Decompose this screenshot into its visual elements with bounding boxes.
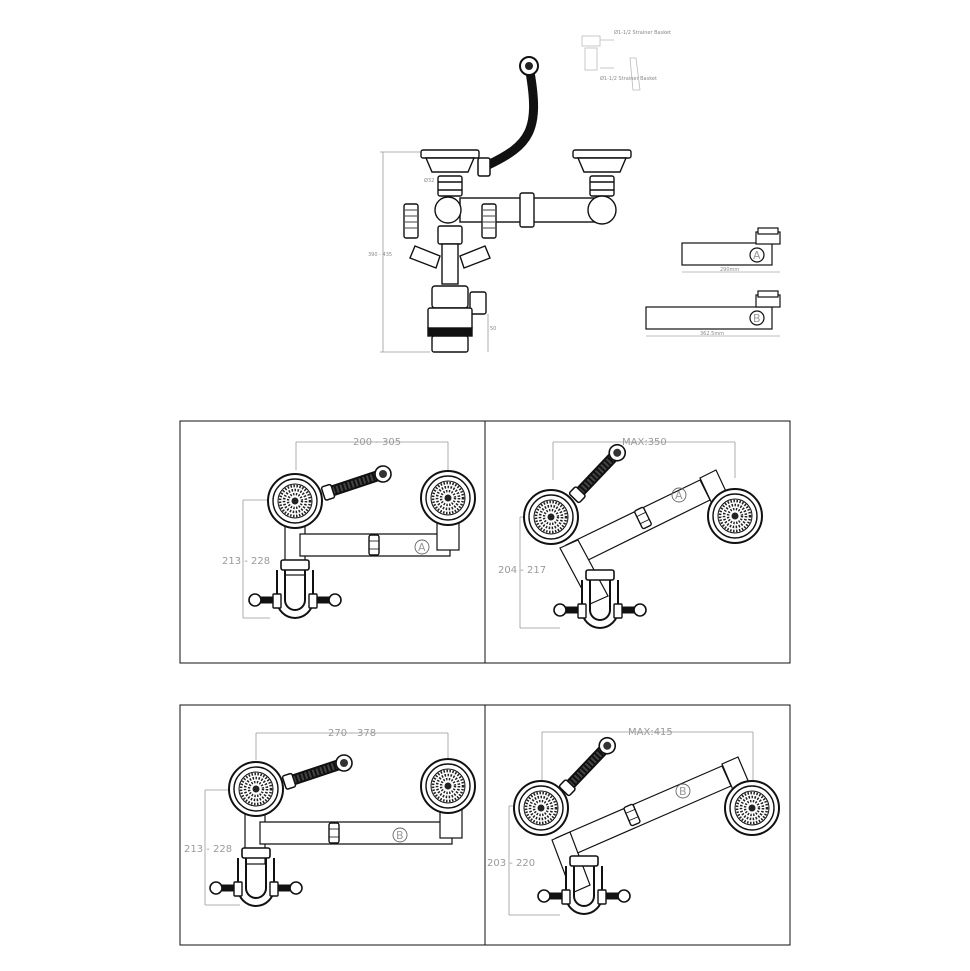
central-stack [403, 203, 497, 353]
panel-2-pipe-label: A [675, 489, 683, 502]
panel-1-height-dim: 213 - 228 [222, 556, 270, 567]
main-assembly-drawing: Ø1-1/2 Strainer Basket Ø1-1/2 Strainer B… [368, 29, 781, 353]
panel-4: MAX:415 203 - 220 B [484, 704, 791, 946]
panel-1-pipe-label: A [418, 541, 426, 554]
panel-1: 200 - 305 213 - 228 A [179, 420, 486, 664]
spec-note-1: Ø1-1/2 Strainer Basket [614, 29, 671, 36]
overflow-hose [486, 71, 539, 170]
left-strainer-side [420, 149, 480, 197]
spec-note [581, 35, 641, 91]
main-tag-dim: Ø32 [424, 177, 434, 184]
spec-note-2: Ø1-1/2 Strainer Basket [600, 75, 657, 82]
right-strainer-side [572, 149, 632, 197]
panel-2-width-dim: MAX:350 [622, 437, 667, 448]
panel-4-height-dim: 203 - 220 [487, 858, 535, 869]
pipe-b-side-label: B [753, 312, 761, 325]
main-height-dim: 390 - 435 [368, 252, 392, 258]
connecting-pipe [434, 192, 617, 228]
pipe-a-side-label: A [753, 249, 761, 262]
pipe-a-side [681, 227, 781, 273]
panel-2: MAX:350 204 - 217 A [484, 420, 791, 664]
pipe-b-side [645, 290, 781, 337]
panel-3-width-dim: 270 - 378 [328, 728, 376, 739]
pipe-a-length: 290mm [720, 267, 739, 273]
panel-1-width-dim: 200 - 305 [353, 437, 401, 448]
panel-3: 270 - 378 213 - 228 B [179, 704, 486, 946]
panel-2-height-dim: 204 - 217 [498, 565, 546, 576]
height-dimension [380, 151, 489, 353]
main-small-dim: 50 [490, 326, 496, 332]
pipe-b-length: 362.5mm [700, 331, 724, 337]
panel-3-pipe-label: B [396, 829, 404, 842]
panel-4-pipe-label: B [679, 785, 687, 798]
panel-4-width-dim: MAX:415 [628, 727, 673, 738]
panel-3-height-dim: 213 - 228 [184, 844, 232, 855]
